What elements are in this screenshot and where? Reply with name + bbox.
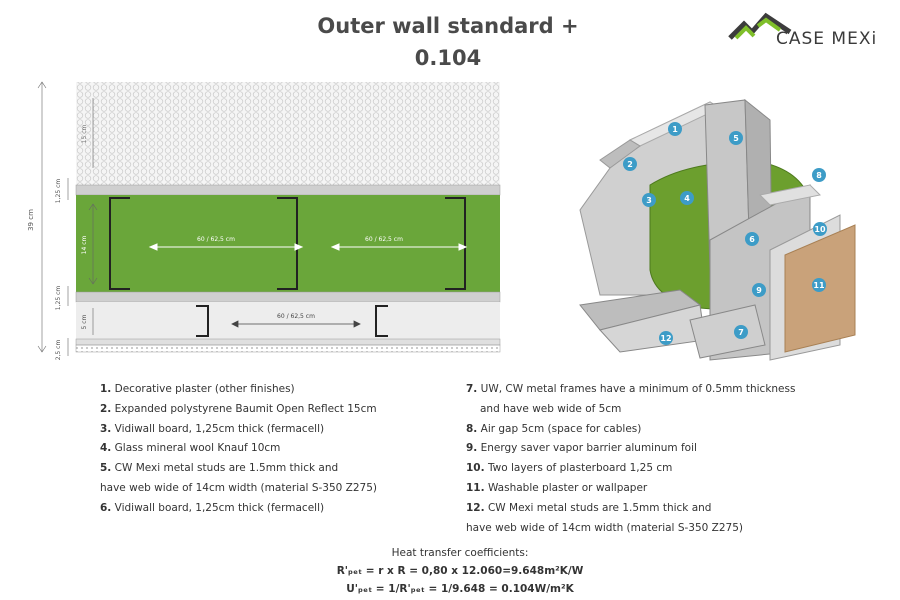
legend-right: 7. UW, CW metal frames have a minimum of… bbox=[466, 380, 795, 538]
uw-frames bbox=[196, 305, 388, 337]
dim-total-label: 39 cm bbox=[27, 209, 35, 231]
legend-item: 5. CW Mexi metal studs are 1.5mm thick a… bbox=[100, 462, 339, 475]
formula-r: R'ₚₑₜ = r x R = 0,80 x 12.060=9.648m²K/W bbox=[336, 565, 584, 577]
plasterboard-layer-1 bbox=[75, 338, 501, 346]
gap-spacing-arrow bbox=[231, 320, 361, 328]
diagram-title-line1: Outer wall standard + bbox=[317, 14, 579, 38]
svg-text:1: 1 bbox=[672, 125, 678, 134]
roof-logo-icon bbox=[728, 12, 792, 40]
legend-item: 2. Expanded polystyrene Baumit Open Refl… bbox=[100, 402, 377, 415]
svg-text:9: 9 bbox=[756, 286, 762, 295]
vidiwall-board-inner bbox=[75, 291, 501, 303]
legend-item: 10. Two layers of plasterboard 1,25 cm bbox=[466, 462, 673, 475]
legend-item: 4. Glass mineral wool Knauf 10cm bbox=[100, 442, 281, 455]
legend-item: and have web wide of 5cm bbox=[480, 402, 622, 415]
legend-item: 12. CW Mexi metal studs are 1.5mm thick … bbox=[466, 501, 712, 514]
spacing-label-2: 60 / 62,5 cm bbox=[365, 236, 403, 243]
legend-item: 6. Vidiwall board, 1,25cm thick (fermace… bbox=[100, 501, 325, 514]
plasterboard-layer-2 bbox=[75, 344, 501, 353]
logo-text: CASE MEXi bbox=[776, 29, 878, 49]
svg-text:2: 2 bbox=[627, 160, 633, 169]
dimension-lines bbox=[37, 81, 98, 356]
diagram-title-line2: 0.104 bbox=[414, 46, 482, 70]
dim-bottom-label: 1,25 cm bbox=[55, 286, 62, 311]
legend-item: 9. Energy saver vapor barrier aluminum f… bbox=[466, 442, 697, 455]
legend-item: 11. Washable plaster or wallpaper bbox=[466, 481, 648, 494]
dim-wool-label: 14 cm bbox=[81, 236, 88, 255]
svg-text:12: 12 bbox=[660, 334, 671, 343]
number-badges: 1 2 3 4 5 6 7 8 9 10 11 12 bbox=[623, 122, 827, 345]
wall-isometric-illustration: 1 2 3 4 5 6 7 8 9 10 11 12 bbox=[579, 98, 856, 361]
svg-text:6: 6 bbox=[749, 235, 755, 244]
dim-last-label: 2,5 cm bbox=[55, 340, 62, 361]
dim-top-label: 1,25 cm bbox=[55, 179, 62, 204]
legend-item: 1. Decorative plaster (other finishes) bbox=[100, 383, 295, 395]
spacing-label-1: 60 / 62,5 cm bbox=[197, 236, 235, 243]
svg-text:5: 5 bbox=[733, 134, 739, 143]
svg-text:3: 3 bbox=[646, 196, 652, 205]
legend-item: 7. UW, CW metal frames have a minimum of… bbox=[466, 383, 796, 395]
legend-left: 1. Decorative plaster (other finishes) 2… bbox=[100, 380, 377, 519]
case-mexi-logo: CASE MEXi bbox=[728, 12, 888, 52]
svg-text:7: 7 bbox=[738, 328, 744, 337]
svg-text:11: 11 bbox=[813, 281, 825, 290]
cw-studs bbox=[109, 197, 466, 290]
spacing-label-3: 60 / 62,5 cm bbox=[277, 313, 315, 320]
formula-u: U'ₚₑₜ = 1/R'ₚₑₜ = 1/9.648 = 0.104W/m²K bbox=[346, 583, 574, 595]
air-gap-layer bbox=[76, 302, 500, 339]
coefficients-heading: Heat transfer coefficients: bbox=[391, 547, 529, 559]
legend-item: 8. Air gap 5cm (space for cables) bbox=[466, 422, 642, 435]
dim-gap-label: 5 cm bbox=[81, 314, 88, 329]
svg-text:10: 10 bbox=[814, 225, 826, 234]
vidiwall-board-outer bbox=[75, 184, 501, 196]
heat-transfer-block: Heat transfer coefficients: R'ₚₑₜ = r x … bbox=[250, 544, 670, 598]
legend-item: have web wide of 14cm width (material S-… bbox=[466, 521, 743, 534]
dim-eps-label: 15 cm bbox=[81, 125, 88, 144]
svg-text:8: 8 bbox=[816, 171, 822, 180]
mineral-wool-layer bbox=[76, 195, 500, 292]
legend-item: 3. Vidiwall board, 1,25cm thick (fermace… bbox=[100, 422, 325, 435]
wall-section-drawing: 60 / 62,5 cm 60 / 62,5 cm 60 / 62,5 cm 3… bbox=[27, 81, 501, 361]
svg-text:4: 4 bbox=[684, 194, 690, 203]
spacing-arrows bbox=[148, 243, 468, 251]
legend-item: have web wide of 14cm width (material S-… bbox=[100, 481, 377, 494]
